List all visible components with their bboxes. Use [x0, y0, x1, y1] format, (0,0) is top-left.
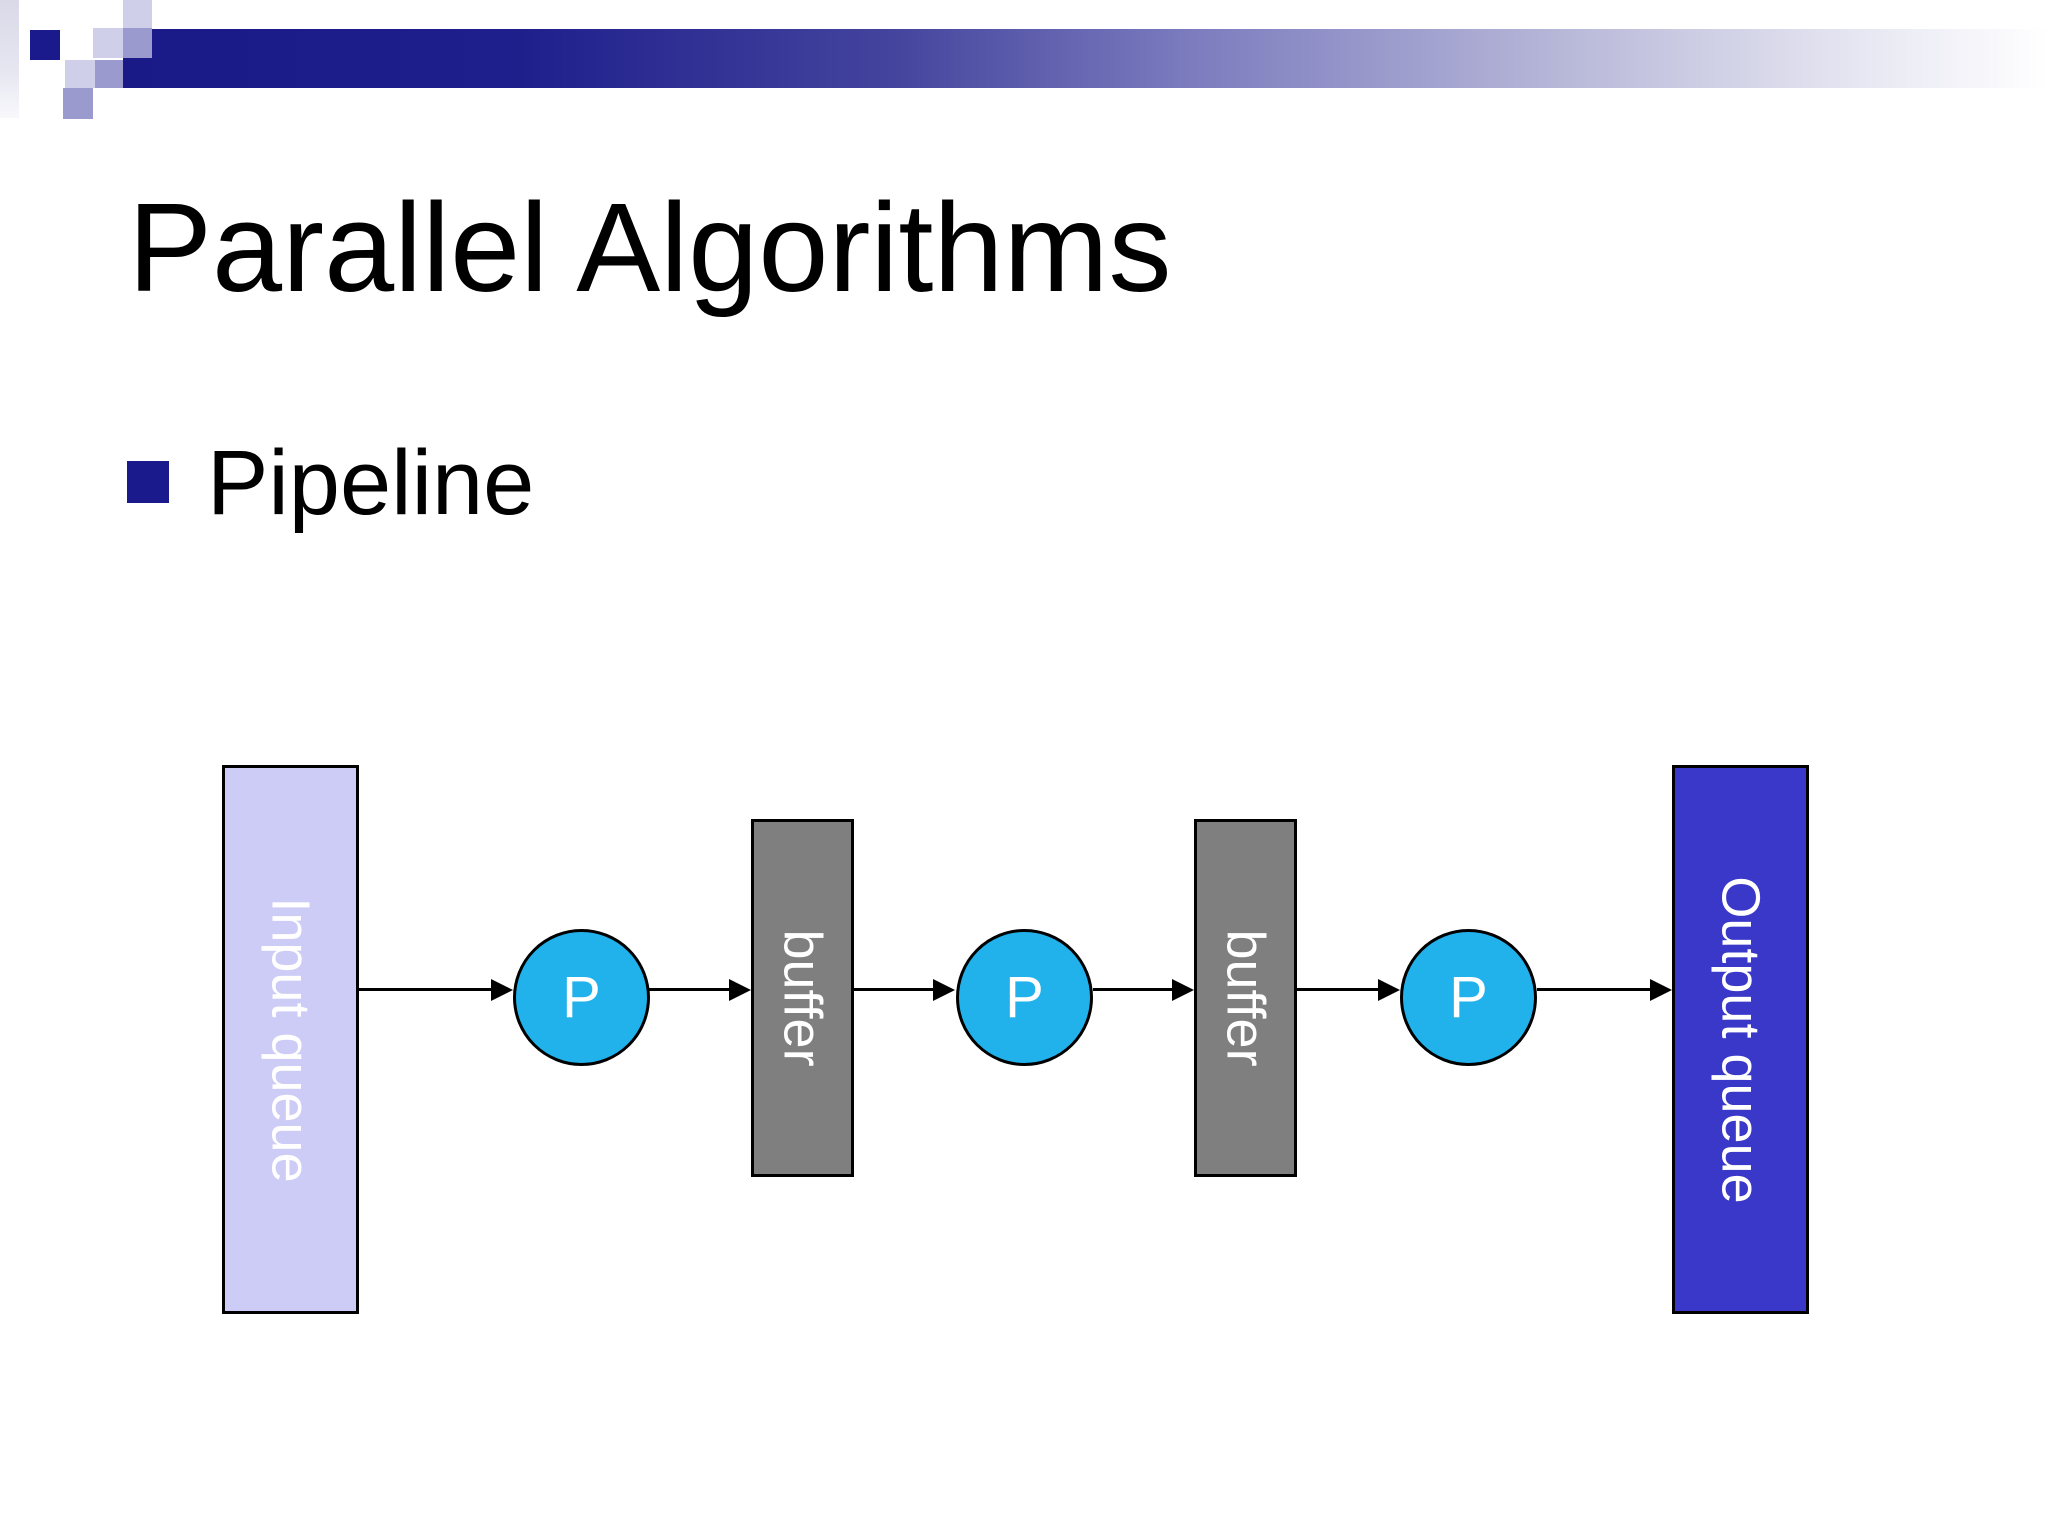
decor-square-navy	[30, 30, 60, 60]
arrow-line-1	[359, 988, 494, 991]
process-circle-2: P	[956, 929, 1093, 1066]
decor-square-medium	[95, 60, 123, 88]
decor-square-medium	[63, 88, 93, 119]
decor-square-light	[93, 28, 123, 58]
buffer-box-2: buffer	[1194, 819, 1297, 1177]
arrow-line-6	[1537, 988, 1652, 991]
decor-left-strip	[0, 0, 19, 118]
arrowhead-icon	[729, 979, 751, 1001]
arrow-line-3	[853, 988, 935, 991]
bullet-square-icon	[127, 461, 169, 503]
arrowhead-icon	[491, 979, 513, 1001]
process-circle-3: P	[1400, 929, 1537, 1066]
bullet-item-pipeline: Pipeline	[207, 432, 535, 534]
buffer-1-label: buffer	[772, 929, 833, 1067]
decor-square-light	[123, 0, 152, 28]
process-circle-1: P	[513, 929, 650, 1066]
output-queue-label: Output queue	[1710, 875, 1771, 1204]
decor-square-medium	[123, 28, 152, 58]
arrowhead-icon	[933, 979, 955, 1001]
arrow-line-4	[1093, 988, 1174, 991]
page-title: Parallel Algorithms	[128, 177, 1172, 318]
output-queue-box: Output queue	[1672, 765, 1809, 1314]
buffer-box-1: buffer	[751, 819, 854, 1177]
buffer-2-label: buffer	[1215, 929, 1276, 1067]
arrowhead-icon	[1378, 979, 1400, 1001]
process-2-label: P	[1005, 964, 1044, 1030]
decor-square-light	[65, 60, 95, 88]
arrowhead-icon	[1172, 979, 1194, 1001]
arrowhead-icon	[1650, 979, 1672, 1001]
decor-header-bar	[123, 29, 2048, 88]
process-3-label: P	[1449, 964, 1488, 1030]
arrow-line-5	[1297, 988, 1380, 991]
input-queue-label: Input queue	[260, 896, 321, 1183]
process-1-label: P	[562, 964, 601, 1030]
arrow-line-2	[648, 988, 731, 991]
input-queue-box: Input queue	[222, 765, 359, 1314]
